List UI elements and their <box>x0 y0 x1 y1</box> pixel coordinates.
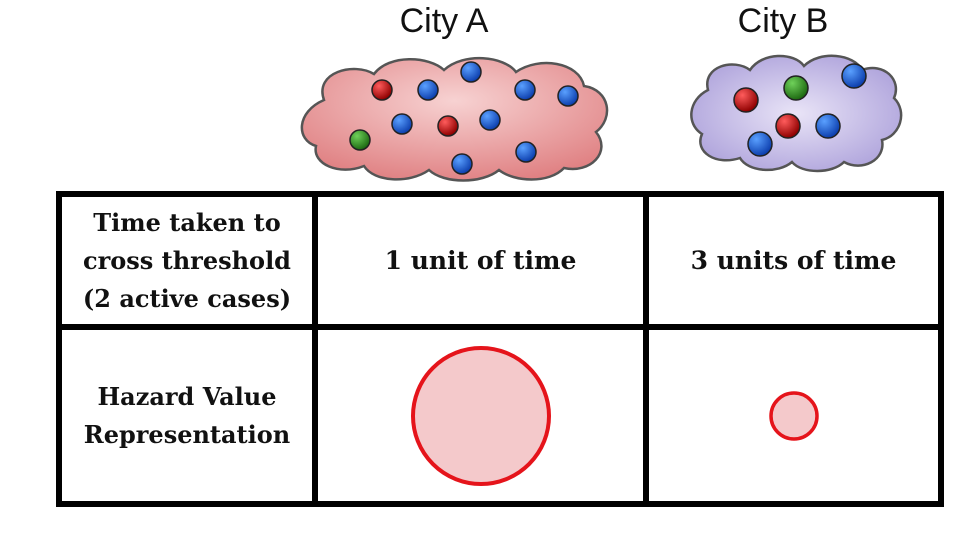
city-b-hazard-circle <box>768 390 819 441</box>
city-b-case-dot-green <box>783 75 809 101</box>
city-b-case-dot-red <box>733 87 759 113</box>
city-a-case-dot-blue <box>460 61 482 83</box>
city-a-case-dot-blue <box>417 79 439 101</box>
comparison-table: Time taken to cross threshold (2 active … <box>56 191 944 507</box>
city-a-time-value: 1 unit of time <box>318 197 643 324</box>
city-a-title: City A <box>399 2 489 40</box>
city-b-time-value: 3 units of time <box>649 197 938 324</box>
city-a-hazard-cell <box>318 330 643 501</box>
city-a-case-dot-blue <box>514 79 536 101</box>
city-b-cloud-shape <box>690 54 903 173</box>
city-a-case-dot-red <box>371 79 393 101</box>
city-a-case-dot-blue <box>479 109 501 131</box>
city-a-case-dot-blue <box>515 141 537 163</box>
city-b-cloud <box>690 54 903 173</box>
city-b-hazard-cell <box>649 330 938 501</box>
time-threshold-label: Time taken to cross threshold (2 active … <box>62 197 312 324</box>
city-b-case-dot-red <box>775 113 801 139</box>
city-b-case-dot-blue <box>841 63 867 89</box>
city-a-hazard-circle <box>410 345 551 486</box>
city-a-case-dot-blue <box>391 113 413 135</box>
hazard-value-label: Hazard Value Representation <box>62 330 312 501</box>
city-a-cloud <box>300 57 609 182</box>
city-a-case-dot-blue <box>557 85 579 107</box>
city-b-case-dot-blue <box>815 113 841 139</box>
city-a-case-dot-green <box>349 129 371 151</box>
city-b-title: City B <box>737 2 829 40</box>
city-a-case-dot-red <box>437 115 459 137</box>
city-b-case-dot-blue <box>747 131 773 157</box>
city-a-case-dot-blue <box>451 153 473 175</box>
